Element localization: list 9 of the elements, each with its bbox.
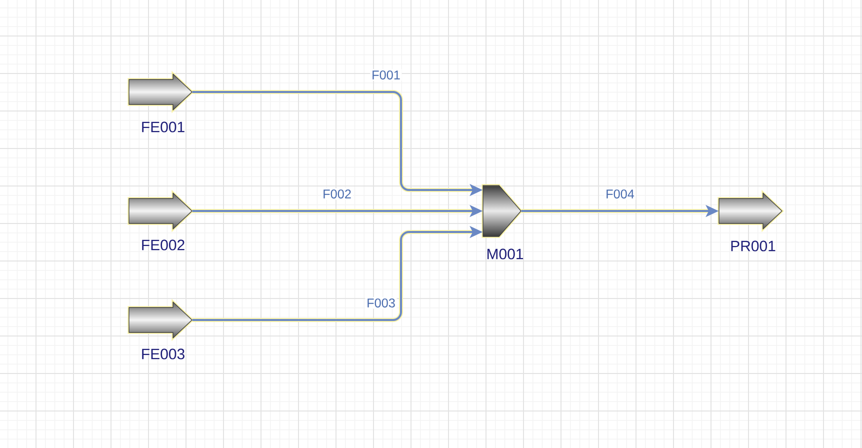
node-label: PR001 xyxy=(731,240,776,252)
node-label: FE001 xyxy=(142,122,184,132)
edge-label: F003 xyxy=(365,297,397,309)
node-label: M001 xyxy=(487,248,524,260)
edge-label: F002 xyxy=(321,188,353,200)
node-label: FE002 xyxy=(142,240,184,250)
edge-label: F001 xyxy=(370,69,402,81)
edge-label: F004 xyxy=(604,188,636,200)
node-label: FE003 xyxy=(142,348,184,360)
